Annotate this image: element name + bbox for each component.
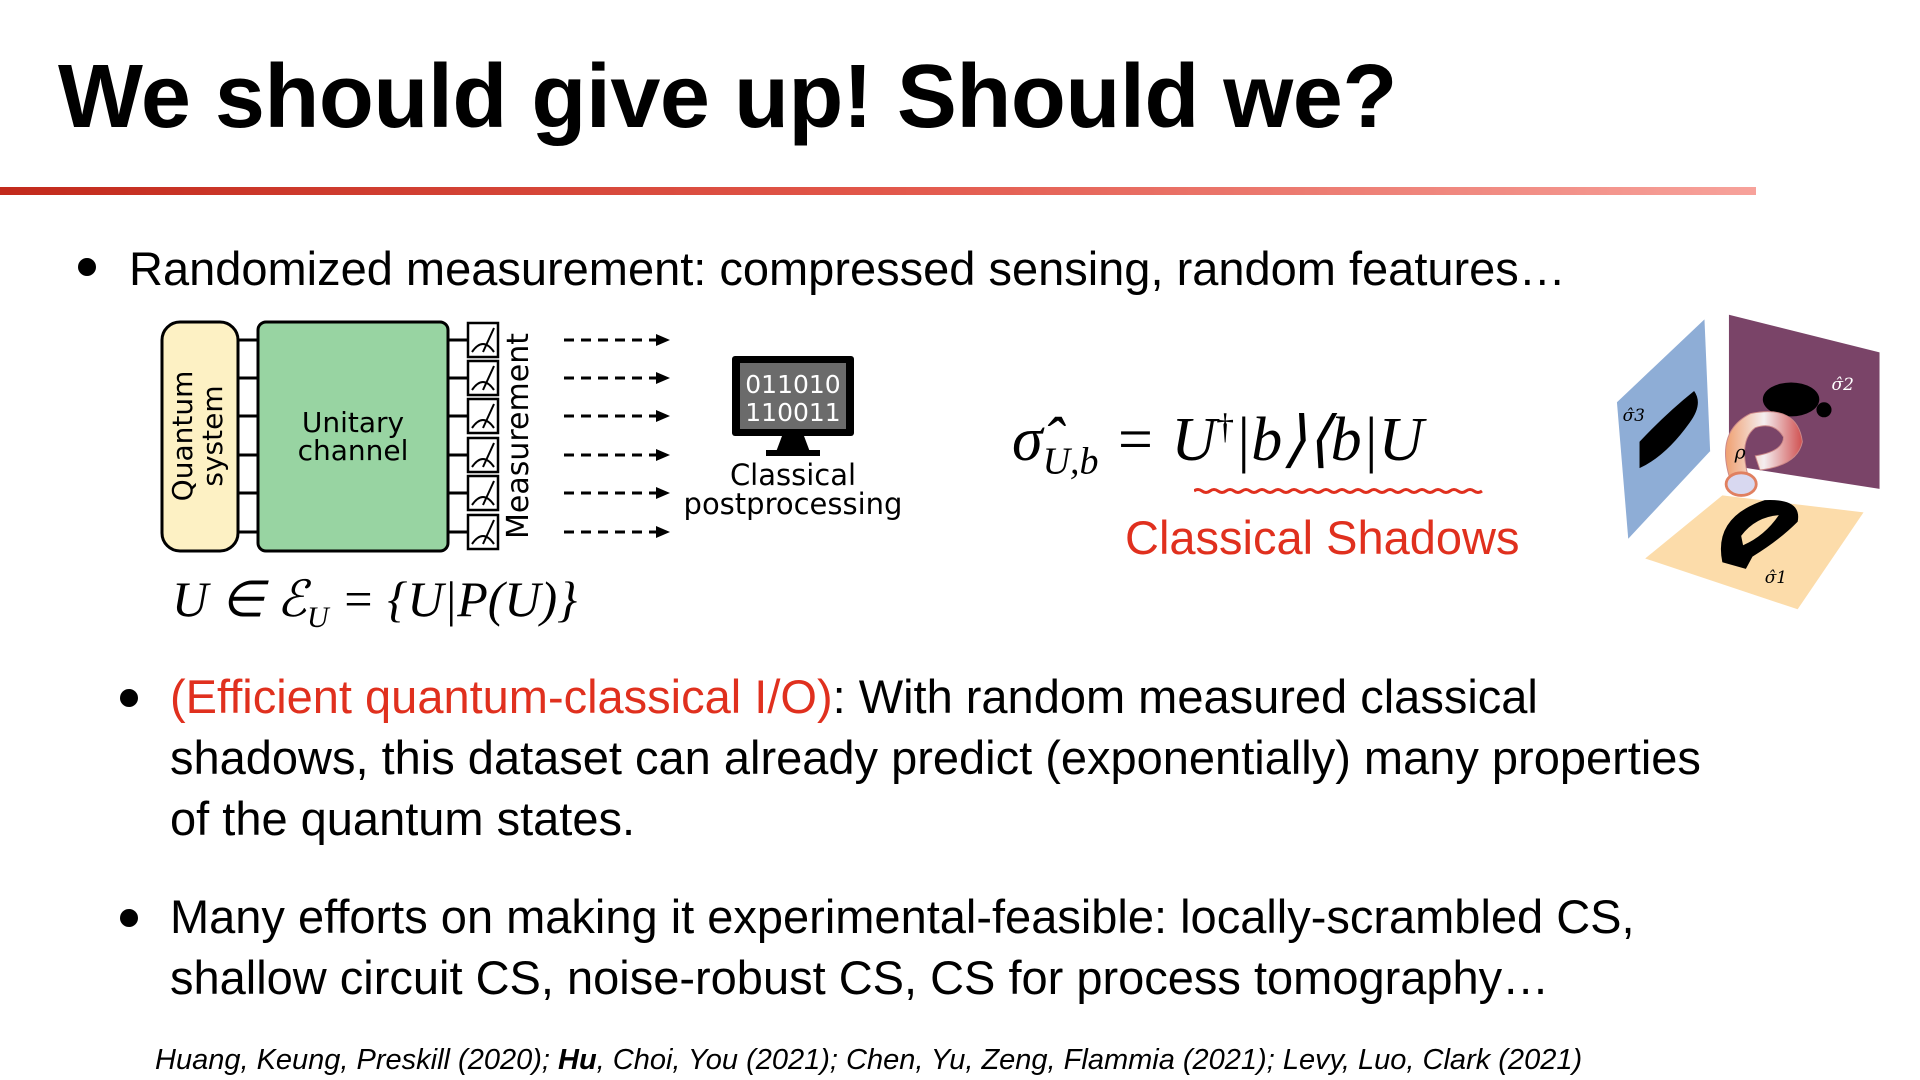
bullet-2-text: (Efficient quantum-classical I/O): With … <box>170 666 1701 849</box>
meter-icon <box>466 474 500 512</box>
dashed-arrow <box>564 487 670 499</box>
svg-text:011010: 011010 <box>745 370 840 399</box>
svg-text:σ̂1: σ̂1 <box>1765 567 1787 587</box>
svg-text:ρ: ρ <box>1734 443 1746 464</box>
io-highlight: (Efficient quantum-classical I/O) <box>170 670 833 723</box>
classical-shadows-label: Classical Shadows <box>1125 511 1520 564</box>
rho-surface <box>1725 411 1803 485</box>
meter-icon <box>466 436 500 474</box>
measurement-meter-icons <box>466 321 500 551</box>
svg-text:σ̂2: σ̂2 <box>1832 374 1854 394</box>
shadow-projection-figure: ρ σ̂3 σ̂2 σ̂1 <box>1616 314 1880 610</box>
dashed-arrow <box>564 372 670 384</box>
dashed-arrow <box>564 334 670 346</box>
quantum-system-box <box>160 320 240 553</box>
monitor-icon: 011010 110011 <box>732 356 854 456</box>
citation: Huang, Keung, Preskill (2020); Hu, Choi,… <box>155 1044 1583 1076</box>
ensemble-formula: U ∈ ℰU = {U|P(U)} <box>172 571 578 634</box>
slide-title: We should give up! Should we? <box>58 47 1397 147</box>
bullet-dot <box>120 909 138 927</box>
bullet-dot <box>120 689 138 707</box>
shadow-formula: σ̂U,b = U†|b⟩⟨b|U <box>1012 406 1424 483</box>
title-divider <box>0 187 1756 195</box>
qubit-wires <box>238 338 468 534</box>
meter-icon <box>466 513 500 551</box>
meter-icon <box>466 359 500 397</box>
bullet-dot <box>78 258 96 276</box>
measurement-label: Measurement <box>501 333 536 539</box>
bullet-2-line-3: of the quantum states. <box>170 792 636 845</box>
bullet-2-line-2: shadows, this dataset can already predic… <box>170 731 1701 784</box>
svg-text:110011: 110011 <box>745 398 840 427</box>
bullet-3-line-1: Many efforts on making it experimental-f… <box>170 890 1635 943</box>
unitary-channel-box <box>256 320 450 553</box>
dashed-arrow <box>564 449 670 461</box>
bullet-3-text: Many efforts on making it experimental-f… <box>170 886 1635 1008</box>
dashed-arrow <box>564 526 670 538</box>
svg-text:σ̂3: σ̂3 <box>1623 405 1645 425</box>
bullet-1-text: Randomized measurement: compressed sensi… <box>129 242 1566 295</box>
quantum-system-label: Quantumsystem <box>166 371 229 502</box>
dashed-arrow <box>564 410 670 422</box>
meter-icon <box>466 397 500 435</box>
bullet-2-line-1: : With random measured classical <box>832 670 1538 723</box>
bullet-3-line-2: shallow circuit CS, noise-robust CS, CS … <box>170 951 1550 1004</box>
dashed-arrows <box>564 334 670 538</box>
red-underline <box>1194 488 1483 494</box>
meter-icon <box>466 321 500 359</box>
